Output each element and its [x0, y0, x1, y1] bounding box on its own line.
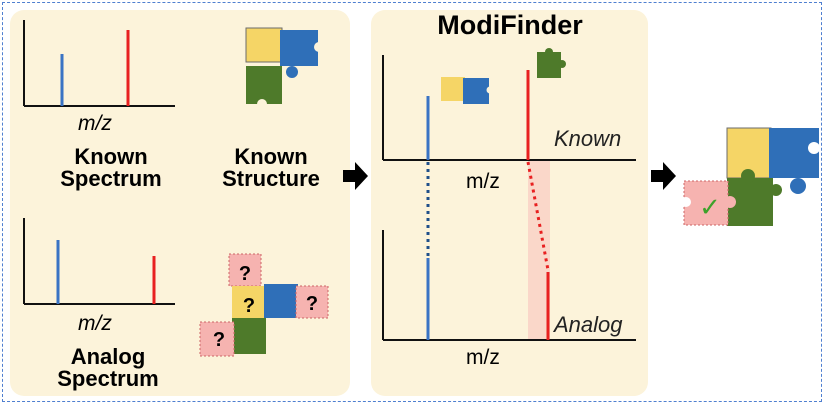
known-structure-caption: Known Structure [222, 144, 320, 191]
puzzle-hole [681, 197, 691, 207]
puzzle-piece-blue [264, 284, 298, 318]
shift-line-red [526, 161, 550, 271]
puzzle-piece-blue [769, 128, 819, 178]
puzzle-piece-blue [280, 30, 318, 66]
outer-frame [2, 2, 822, 402]
analog-structure-puzzle: ? ? ? ? [199, 253, 329, 357]
unknown-piece-left [199, 321, 235, 357]
puzzle-hole [486, 86, 494, 94]
puzzle-hole [257, 99, 267, 109]
puzzle-knob [558, 60, 566, 68]
modifinder-comparison [382, 48, 636, 341]
unknown-mark: ? [239, 263, 251, 285]
puzzle-knob [770, 184, 782, 196]
puzzle-piece-yellow [441, 77, 465, 101]
analog-spectrum-plot [23, 218, 175, 305]
known-spectrum-plot [23, 20, 175, 107]
known-spectrum-caption: Known Spectrum [60, 144, 162, 191]
puzzle-piece-yellow [245, 27, 283, 63]
puzzle-knob [790, 178, 806, 194]
puzzle-knob [741, 169, 755, 183]
checkmark-icon: ✓ [699, 193, 721, 223]
analog-spectrum-caption: Analog Spectrum [57, 344, 159, 391]
puzzle-knob [286, 66, 298, 78]
unknown-mark: ? [306, 293, 318, 315]
puzzle-knob [545, 48, 553, 56]
result-puzzle: ✓ [681, 127, 820, 226]
puzzle-piece-blue [463, 78, 489, 104]
top-axis-label: m/z [466, 170, 500, 193]
unknown-piece-right [295, 285, 329, 319]
unknown-mark: ? [213, 329, 225, 351]
page-title: ModiFinder [437, 10, 583, 40]
unknown-mark: ? [243, 295, 255, 317]
puzzle-hole [808, 142, 820, 154]
puzzle-knob [724, 196, 736, 208]
puzzle-hole [314, 42, 324, 52]
known-tag: Known [554, 126, 622, 151]
puzzle-piece-green [246, 66, 282, 104]
modifinder-panel [371, 10, 648, 396]
bottom-axis-label: m/z [466, 346, 500, 369]
puzzle-piece-yellow [232, 286, 266, 320]
puzzle-piece-green [537, 52, 561, 78]
puzzle-piece-green [232, 318, 266, 354]
known-structure-puzzle [245, 27, 324, 109]
analog-tag: Analog [554, 312, 623, 337]
analog-spectrum-axis-label: m/z [78, 312, 112, 335]
arrow-to-result [651, 162, 676, 190]
shift-highlight [528, 160, 550, 340]
known-spectrum-axis-label: m/z [78, 112, 112, 135]
arrow-to-modifinder [343, 162, 368, 190]
